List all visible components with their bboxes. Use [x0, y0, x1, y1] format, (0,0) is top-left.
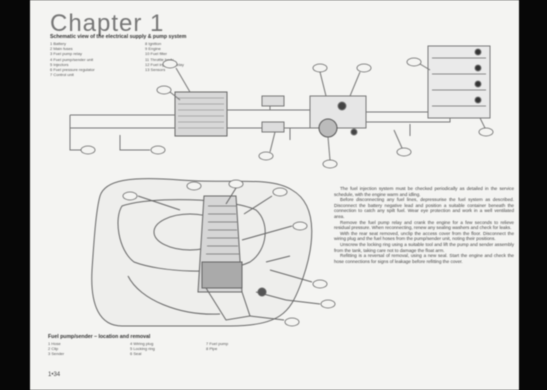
- legend-item: 8 Pipe: [206, 346, 218, 352]
- bottom-figure-caption: Fuel pump/sender – location and removal: [48, 334, 151, 340]
- chapter-title: Chapter 1: [50, 10, 165, 37]
- body-paragraph: With the rear seat removed, unclip the a…: [334, 230, 514, 242]
- legend-item: 7 Control unit: [50, 72, 74, 78]
- legend-item: 8 Ignition: [145, 41, 162, 46]
- legend-item: 11 Throttle body: [145, 56, 174, 62]
- body-text-column: The fuel injection system must be checke…: [334, 186, 514, 264]
- legend-item: 4 Wiring plug: [130, 341, 154, 346]
- body-paragraph: The fuel injection system must be checke…: [334, 186, 514, 197]
- legend-item: 1 Hose: [48, 341, 61, 346]
- legend-item: 7 Fuel pump: [206, 341, 229, 346]
- top-figure-caption: Schematic view of the electrical supply …: [50, 34, 187, 40]
- legend-item: 3 Fuel pump relay: [50, 51, 83, 57]
- body-paragraph: Refitting is a reversal of removal, usin…: [334, 253, 514, 264]
- body-paragraph: Remove the fuel pump relay and crank the…: [334, 219, 514, 231]
- legend-item: 2 Clip: [48, 346, 59, 352]
- legend-item: 2 Main fuses: [50, 46, 73, 52]
- body-paragraph: Before disconnecting any fuel lines, dep…: [334, 197, 514, 219]
- legend-item: 10 Fuel filter: [145, 51, 168, 57]
- legend-item: 6 Seal: [130, 351, 142, 357]
- legend-item: 3 Sender: [48, 351, 65, 357]
- legend-item: 1 Battery: [50, 41, 67, 46]
- legend-item: 6 Fuel pressure regulator: [50, 67, 95, 73]
- body-paragraph: Unscrew the locking ring using a suitabl…: [334, 241, 514, 253]
- legend-item: 9 Engine: [145, 46, 161, 52]
- legend-item: 5 Locking ring: [130, 346, 155, 352]
- legend-item: 4 Fuel pump/sender unit: [50, 56, 94, 62]
- legend-item: 13 Sensors: [145, 67, 166, 73]
- manual-page: Chapter 1 Schematic view of the electric…: [30, 0, 519, 390]
- legend-item: 5 Injectors: [50, 61, 69, 67]
- electrical-schematic-diagram: [69, 45, 494, 169]
- page-number: 1•34: [48, 372, 61, 378]
